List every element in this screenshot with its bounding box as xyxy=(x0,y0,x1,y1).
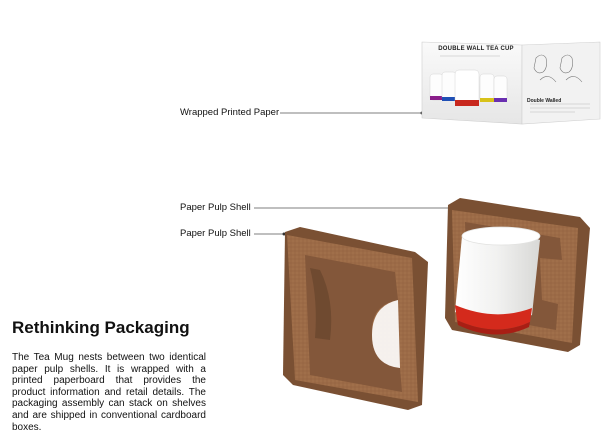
cup-illustration xyxy=(429,69,508,106)
box-front-title: DOUBLE WALL TEA CUP xyxy=(438,46,514,52)
pulp-shell-left xyxy=(283,227,428,410)
section-description: The Tea Mug nests between two identical … xyxy=(12,352,206,433)
hand-sketch xyxy=(533,54,583,83)
box-side-title: Double Walled xyxy=(527,98,562,104)
callout-paper-pulp-shell-1: Paper Pulp Shell xyxy=(180,202,251,213)
callout-wrapped-printed-paper: Wrapped Printed Paper xyxy=(180,107,280,118)
callout-paper-pulp-shell-2: Paper Pulp Shell xyxy=(180,228,251,239)
section-heading: Rethinking Packaging xyxy=(12,318,190,337)
tea-cup xyxy=(455,226,541,335)
wrapped-printed-box xyxy=(421,41,601,125)
leader-dot xyxy=(282,232,286,236)
